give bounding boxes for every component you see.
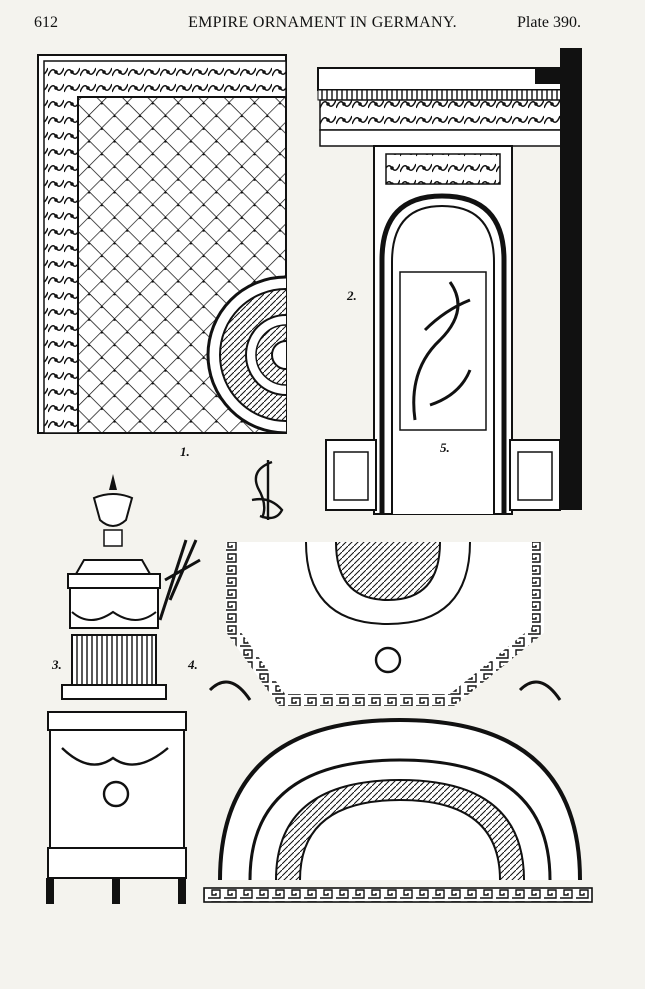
page-title: EMPIRE ORNAMENT IN GERMANY. xyxy=(188,14,457,31)
rosette-half xyxy=(206,275,286,433)
page-header: 612 EMPIRE ORNAMENT IN GERMANY. Plate 39… xyxy=(0,12,645,38)
page-number: 612 xyxy=(34,14,58,31)
figure-4-ceiling-quarter xyxy=(158,539,593,903)
monogram xyxy=(251,460,284,520)
plate-number: Plate 390. xyxy=(517,14,581,31)
figure-3-stove xyxy=(46,474,187,904)
figure-1-ceiling-panel xyxy=(37,54,287,434)
figure-2-label: 2. xyxy=(347,288,357,303)
figure-4-label: 4. xyxy=(188,657,198,672)
figure-5-label: 5. xyxy=(440,440,450,455)
figure-1-label: 1. xyxy=(180,444,190,459)
figure-3-label: 3. xyxy=(52,657,62,672)
figure-2-wall-elevation xyxy=(317,48,582,515)
